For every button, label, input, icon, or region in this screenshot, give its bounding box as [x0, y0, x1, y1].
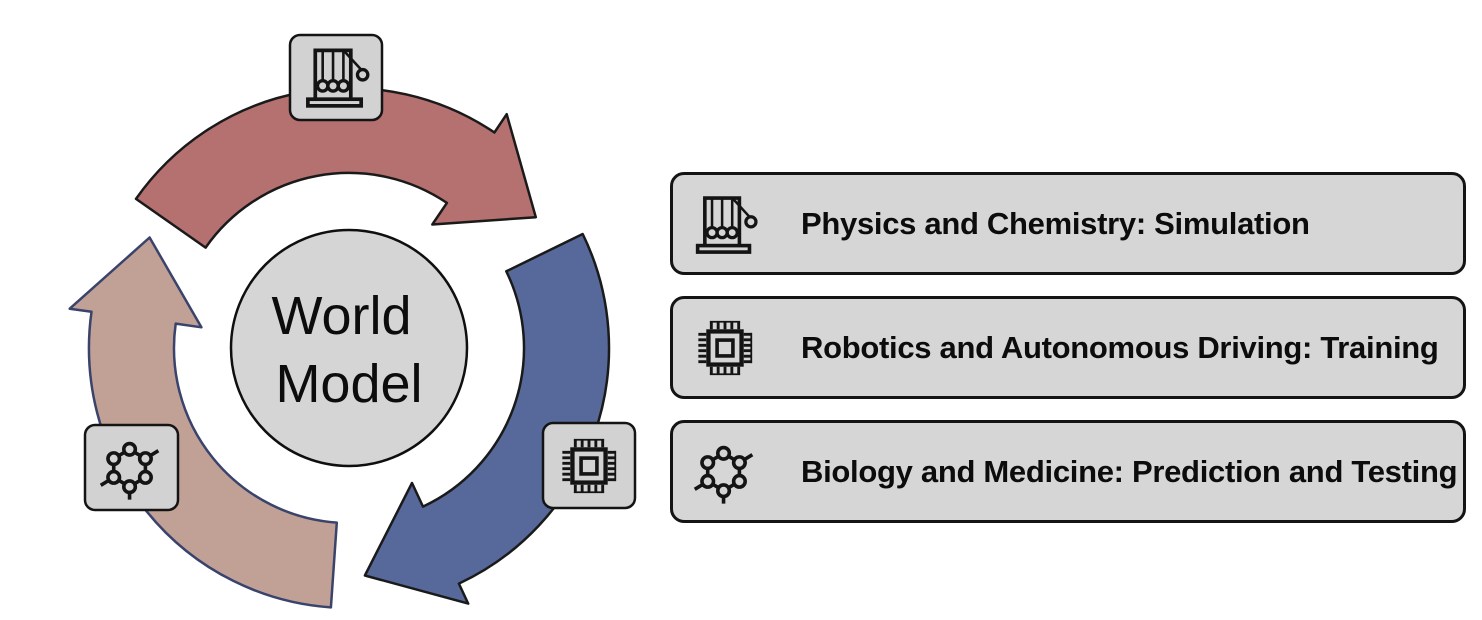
legend-item-physics: Physics and Chemistry: Simulation — [670, 172, 1466, 275]
world-model-circle — [229, 228, 469, 468]
physics-arrow — [134, 86, 538, 249]
molecule-icon-box — [83, 423, 180, 512]
legend-label-physics: Physics and Chemistry: Simulation — [801, 205, 1310, 241]
cycle-diagram: World Model — [68, 33, 637, 609]
newtons-cradle-icon — [695, 195, 758, 254]
legend: Physics and Chemistry: Simulation Roboti… — [670, 172, 1466, 544]
legend-label-biology: Biology and Medicine: Prediction and Tes… — [801, 453, 1458, 489]
cpu-chip-icon — [689, 308, 761, 388]
biology-arrow — [68, 236, 339, 609]
newtons-cradle-icon-box — [288, 33, 384, 122]
world-model-label: World Model — [271, 286, 426, 414]
cpu-chip-icon-box — [541, 421, 637, 510]
robotics-arrow — [363, 232, 611, 605]
molecule-icon — [692, 445, 755, 505]
legend-label-robotics: Robotics and Autonomous Driving: Trainin… — [801, 329, 1439, 365]
legend-item-robotics: Robotics and Autonomous Driving: Trainin… — [670, 296, 1466, 399]
legend-item-biology: Biology and Medicine: Prediction and Tes… — [670, 420, 1466, 523]
